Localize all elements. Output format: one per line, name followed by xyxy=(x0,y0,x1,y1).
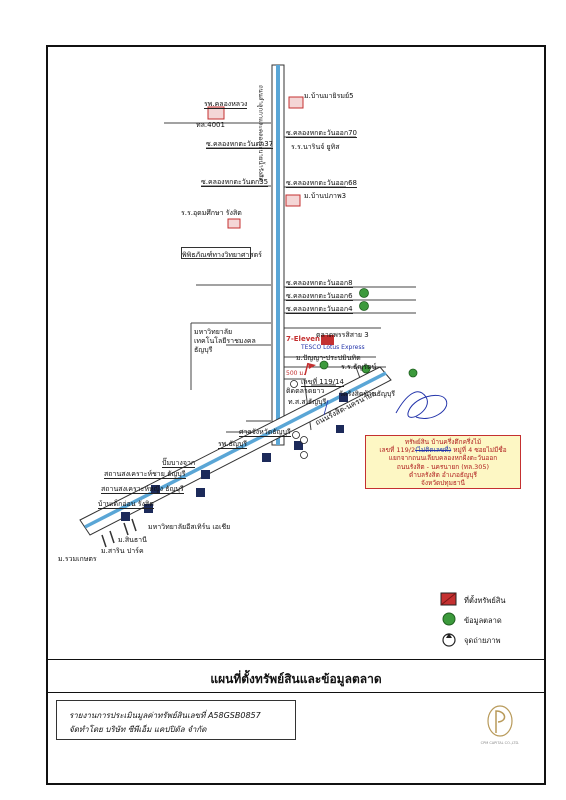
photo-point-icon xyxy=(442,633,456,647)
label-road-temple: วัดรังสิตบ้านธัญบุรี xyxy=(339,390,396,398)
label-moo-baan-rungkit: ม.รวมเกษตร xyxy=(58,555,97,563)
label-moo-baan-pruksa: ม.บ้านปภาพ3 xyxy=(304,192,347,200)
label-soi-37: ซ.คลองหกตะวันตก37 xyxy=(206,140,274,149)
label-road-4001: ทล.4001 xyxy=(196,121,225,129)
report-box: รายงานการประเมินมูลค่าทรัพย์สินเลขที่ A5… xyxy=(56,700,296,740)
label-university: มหาวิทยาลัย เทคโนโลยีราชมงคล ธัญบุรี xyxy=(194,328,256,354)
report-line-1: รายงานการประเมินมูลค่าทรัพย์สินเลขที่ A5… xyxy=(69,711,261,720)
logo-text: CPM CAPITAL CO.,LTD. xyxy=(480,741,520,745)
label-tessaban: ท.ส.ส.ธัญบุรี xyxy=(288,398,327,406)
label-distance: 500 ม. xyxy=(286,370,306,377)
main-road xyxy=(271,64,285,446)
map-title: แผนที่ตั้งทรัพย์สินและข้อมูลตลาด xyxy=(210,672,382,686)
label-main-road: ถนนลำลูกกาและคลองระบายน้ำรังสิต xyxy=(257,85,264,182)
label-soi-east-6: ซ.คลองหกตะวันออก6 xyxy=(286,292,353,301)
hospital-icons xyxy=(207,96,304,229)
label-seven-eleven: 7-Eleven xyxy=(286,335,320,343)
label-soi-35: ซ.คลองหกตะวันตก35 xyxy=(201,178,269,187)
legend-row-market: ข้อมูลตลาด xyxy=(436,612,546,628)
label-children-home: บ้านเด็กอ่อน รังสิต xyxy=(98,500,154,509)
label-pinklao: ปั๊มบางจาก xyxy=(162,459,196,468)
property-marker xyxy=(304,335,334,416)
callout-line-6: จังหวัดปทุมธานี xyxy=(421,479,465,488)
callout-line-5: ตำบลรังสิต อำเภอธัญบุรี xyxy=(409,470,477,479)
callout-line-4: ถนนรังสิต - นครนายก (ทล.305) xyxy=(396,462,490,471)
label-school-narin: ร.ร.นารินจ์ ยูทิส xyxy=(291,143,340,151)
label-museum: พิพิธภัณฑ์ทางวิทยาศาสตร์ xyxy=(181,247,262,259)
callout-line-2: เลขที่ 119/2(ไม่ติดเลขที่) หมู่ที่ 4 ซอย… xyxy=(379,446,507,455)
label-soi-east-4: ซ.คลองหกตะวันออก4 xyxy=(286,305,353,314)
title-band: แผนที่ตั้งทรัพย์สินและข้อมูลตลาด xyxy=(46,659,546,693)
label-market: ตลาดพรรสิสาย 3 xyxy=(316,331,369,339)
label-court: ศาลจังหวัดธัญบุรี xyxy=(239,428,291,437)
property-callout: ทรัพย์สิน บ้านครึ่งตึกครึ่งไม้ เลขที่ 11… xyxy=(365,435,521,489)
market-points xyxy=(319,288,418,378)
label-moo-baan-sinthani: ม.สินธานี xyxy=(118,536,147,544)
label-soi-east-8: ซ.คลองหกตะวันออก8 xyxy=(286,279,353,288)
label-hospital-klong-luang: รพ.คลองหลวง xyxy=(204,100,248,109)
label-moo-baan-sarin: ม.สาริน ปาร์ค xyxy=(101,547,144,555)
label-hospital-thanyaburi: รพ.ธัญบุรี xyxy=(218,440,248,449)
photo-points xyxy=(290,380,308,459)
label-moo-baan-mayarim: ม.บ้านมายิรมย์5 xyxy=(304,92,354,100)
label-soi-east-70: ซ.คลองหกตะวันออก70 xyxy=(286,129,357,138)
report-line-2: จัดทำโดย บริษัท ซีพีเอ็ม แคปปิตัล จำกัด xyxy=(69,725,207,734)
legend-row-property: ที่ตั้งทรัพย์สิน xyxy=(436,592,546,608)
crossing-marks xyxy=(101,518,137,548)
callout-line-1: ทรัพย์สิน บ้านครึ่งตึกครึ่งไม้ xyxy=(404,438,482,446)
page-frame xyxy=(46,45,546,785)
label-tesco: TESCO Lotus Express xyxy=(301,344,365,351)
label-school-udom: ร.ร.อุดมศึกษา รังสิต xyxy=(181,209,242,217)
label-welfare-women: สถานสงเคราะห์หญิง ธัญบุรี xyxy=(101,485,184,494)
label-moo-baan-pracha: ม.ปัญญา-ประปมินทิต xyxy=(296,354,361,362)
legend-row-photo: จุดถ่ายภาพ xyxy=(436,632,546,648)
signature xyxy=(395,391,448,419)
label-point-lekti: เลขที่ 119/14 xyxy=(301,378,344,387)
company-logo: CPM CAPITAL CO.,LTD. xyxy=(472,703,528,749)
legend-label-property: ที่ตั้งทรัพย์สิน xyxy=(464,596,506,605)
label-soi-east-68: ซ.คลองหกตะวันออก68 xyxy=(286,179,357,188)
market-circle-icon xyxy=(442,612,456,626)
label-welfare-boys: สถานสงเคราะห์ชาย ธัญบุรี xyxy=(104,470,186,479)
property-square-icon xyxy=(440,592,457,606)
callout-line-3: แยกจากถนนเลียบคลองหกฝั่งตะวันออก xyxy=(388,454,498,463)
logo-emblem-icon xyxy=(487,705,513,737)
label-school-thanyarat: ร.ร.ธัญรัตน์ xyxy=(341,363,377,371)
legend-label-photo: จุดถ่ายภาพ xyxy=(464,636,501,645)
label-area: ติดตลาดยาว xyxy=(286,387,325,395)
label-rangsit-university: มหาวิทยาลัยอีสเทิร์น เอเชีย xyxy=(148,523,231,531)
legend-label-market: ข้อมูลตลาด xyxy=(464,616,502,625)
location-map: รพ.คลองหลวง ทล.4001 ซ.คลองหกตะวันตก37 ซ.… xyxy=(46,45,546,660)
